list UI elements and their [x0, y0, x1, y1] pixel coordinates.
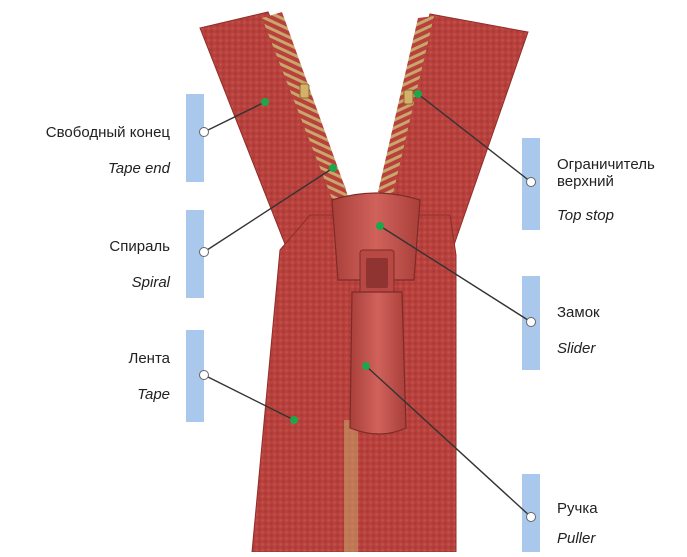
label-top-stop-ru-1: Ограничитель [557, 156, 655, 174]
anchor-spiral [200, 248, 209, 257]
label-tape-end-en: Tape end [108, 160, 170, 178]
label-tape-en: Tape [137, 386, 170, 404]
label-spiral-ru: Спираль [109, 238, 170, 256]
anchor-slider [527, 318, 536, 327]
puller-tab [350, 292, 406, 434]
dot-slider [376, 222, 384, 230]
left-top-stop [300, 84, 309, 98]
anchor-tape-end [200, 128, 209, 137]
label-puller-en: Puller [557, 530, 595, 548]
anchor-puller [527, 513, 536, 522]
label-tape-end-ru: Свободный конец [46, 124, 170, 142]
label-puller-ru: Ручка [557, 500, 598, 518]
label-spiral-en: Spiral [132, 274, 170, 292]
dot-tape [290, 416, 298, 424]
marker-bar-tape-end [186, 94, 204, 182]
label-slider-en: Slider [557, 340, 595, 358]
label-top-stop-ru-2: верхний [557, 173, 614, 191]
lower-spiral [344, 420, 358, 552]
dot-top-stop [414, 90, 422, 98]
label-top-stop-en: Top stop [557, 207, 614, 225]
dot-spiral [329, 164, 337, 172]
anchor-tape [200, 371, 209, 380]
anchor-top-stop [527, 178, 536, 187]
right-top-stop [404, 90, 413, 104]
dot-tape-end [261, 98, 269, 106]
label-slider-ru: Замок [557, 304, 600, 322]
dot-puller [362, 362, 370, 370]
label-tape-ru: Лента [128, 350, 170, 368]
